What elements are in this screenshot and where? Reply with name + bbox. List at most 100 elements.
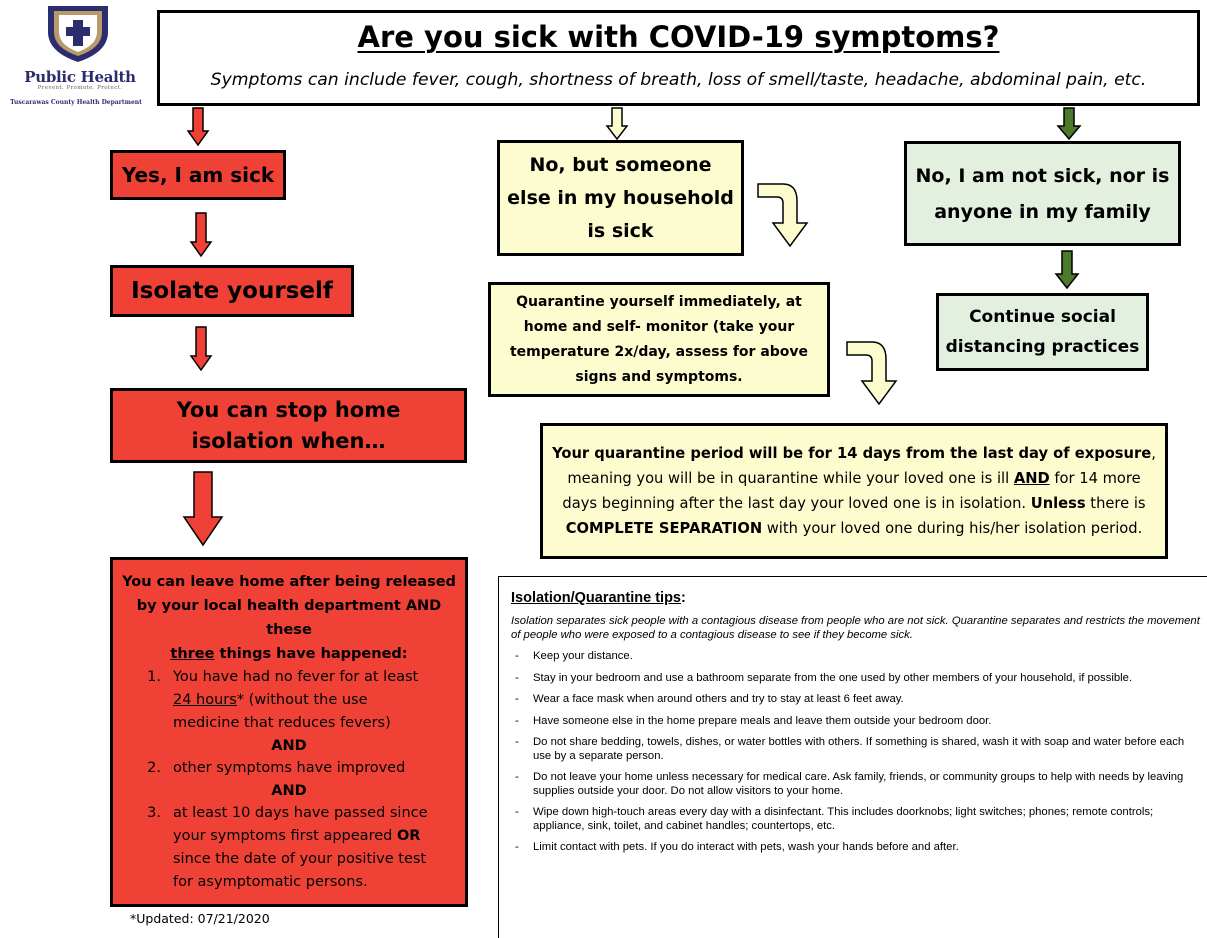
yes-sick-label: Yes, I am sick [121,163,275,187]
period-text: with your loved one during his/her isola… [762,520,1143,537]
arrow-down-icon [1054,250,1080,290]
continue-distancing-box: Continue social distancing practices [936,293,1149,371]
period-text: , [1151,445,1156,462]
header-box [157,10,1200,106]
tip-item: - Limit contact with pets. If you do inte… [511,841,1207,855]
arrow-down-icon [605,107,629,141]
isolate-label: Isolate yourself [131,278,333,304]
period-text: days beginning after the last day your l… [562,495,1031,512]
tip-item: - Stay in your bedroom and use a bathroom… [511,672,1207,686]
updated-note: *Updated: 07/21/2020 [130,911,270,926]
yes-sick-box: Yes, I am sick [110,150,286,200]
and-connector: AND [271,738,307,754]
tip-item: -Keep your distance. [511,650,1207,664]
tips-panel: Isolation/Quarantine tips: Isolation sep… [498,576,1207,938]
list-text-part: You have had no fever for at least [173,669,419,685]
list-text-part: * (without the use [236,692,368,708]
three-emphasis: three [170,646,215,662]
tip-item: - Do not share bedding, towels, dishes, o… [511,736,1207,763]
stop-isolation-line: You can stop home [176,397,401,422]
arrow-down-icon [1056,107,1082,141]
leave-intro-line: three things have happened: [122,642,456,666]
list-text: other symptoms have improved [173,760,406,776]
list-text-part: your symptoms first appeared [173,828,397,844]
and-connector: AND [271,783,307,799]
tip-text: Have someone else in the home prepare me… [533,714,992,727]
leave-intro-line: these [266,622,312,638]
quarantine-line: signs and symptoms. [575,368,743,385]
list-text-part: medicine that reduces fevers) [173,715,391,731]
period-line: meaning you will be in quarantine while … [567,466,1140,491]
tip-dash: - [515,714,519,727]
arrow-down-icon [189,212,213,258]
period-line: Your quarantine period will be for 14 da… [552,441,1156,466]
conditions-list: 1. You have had no fever for at least 24… [121,666,457,894]
tips-title-colon: : [681,590,686,606]
leave-intro-rest: things have happened: [214,646,408,662]
tip-dash: - [515,736,519,748]
list-number: 3. [147,805,161,821]
period-line: COMPLETE SEPARATION with your loved one … [566,516,1143,541]
stop-isolation-box: You can stop home isolation when… [110,388,467,463]
tip-text: Limit contact with pets. If you do inter… [533,841,959,853]
logo-department: Tuscarawas County Health Department [10,99,142,106]
leave-intro: You can leave home after being released … [122,570,456,666]
curved-arrow-icon [757,183,809,248]
quarantine-line: temperature 2x/day, assess for above [509,343,809,360]
list-text: You have had no fever for at least 24 ho… [173,666,457,735]
someone-sick-line: else in my household [507,186,734,209]
quarantine-line: Quarantine yourself immediately, at [516,293,802,310]
tip-text: Do not leave your home unless necessary … [533,771,1184,797]
tips-list: -Keep your distance. - Stay in your bedroo… [511,650,1207,855]
list-item: 1. You have had no fever for at least 24… [121,666,457,735]
hours-emphasis: 24 hours [173,692,237,708]
isolate-box: Isolate yourself [110,265,354,317]
complete-separation-emphasis: COMPLETE SEPARATION [565,520,763,537]
list-item: 3. at least 10 days have passed since yo… [121,802,457,894]
stop-isolation-line: isolation when… [191,428,386,453]
continue-line: distancing practices [945,337,1140,357]
quarantine-box: Quarantine yourself immediately, at home… [488,282,830,397]
quarantine-period-box: Your quarantine period will be for 14 da… [540,423,1168,559]
tips-title-row: Isolation/Quarantine tips: [511,587,1207,606]
tip-text: Stay in your bedroom and use a bathroom … [533,671,1133,684]
unless-emphasis: Unless [1030,495,1086,512]
quarantine-line: home and self- monitor (take your [523,318,795,335]
tip-text: Wipe down high-touch areas every day wit… [533,806,1154,832]
logo-name: Public Health [24,68,136,86]
period-line: days beginning after the last day your l… [562,491,1145,516]
logo-tagline: Prevent. Promote. Protect. [37,85,123,91]
arrow-down-icon [186,107,210,147]
continue-line: Continue social [969,307,1116,327]
period-text: for 14 more [1049,470,1141,487]
period-bold: Your quarantine period will be for 14 da… [552,445,1152,462]
list-text-part: since the date of your positive test [173,851,427,867]
list-text-part: at least 10 days have passed since [173,805,428,821]
leave-intro-line: You can leave home after being released [122,574,456,590]
leave-intro-line: by your local health department AND [136,598,442,614]
list-number: 2. [147,760,161,776]
tip-item: -Wipe down high-touch areas every day wi… [511,806,1207,833]
tip-dash: - [515,671,519,684]
or-emphasis: OR [396,828,421,844]
and-emphasis: AND [1013,470,1050,487]
arrow-down-icon [189,326,213,372]
arrow-down-icon [182,471,224,547]
tip-item: -Wear a face mask when around others and… [511,693,1207,707]
shield-cross-icon [48,6,108,62]
someone-sick-line: is sick [587,219,654,242]
tip-item: - Do not leave your home unless necessary… [511,771,1207,798]
tip-text: Do not share bedding, towels, dishes, or… [533,736,1185,762]
tip-item: - Have someone else in the home prepare m… [511,715,1207,729]
tip-dash: - [515,841,519,853]
not-sick-box: No, I am not sick, nor is anyone in my f… [904,141,1181,246]
leave-home-box: You can leave home after being released … [110,557,468,907]
not-sick-line: No, I am not sick, nor is [915,164,1170,187]
list-number: 1. [147,669,161,685]
list-text-part: for asymptomatic persons. [173,874,368,890]
tip-dash: - [515,771,519,783]
page-subtitle: Symptoms can include fever, cough, short… [210,70,1147,90]
page-title: Are you sick with COVID-19 symptoms? [357,20,1000,54]
someone-sick-box: No, but someone else in my household is … [497,140,744,256]
list-item: 2. other symptoms have improved [121,757,457,780]
